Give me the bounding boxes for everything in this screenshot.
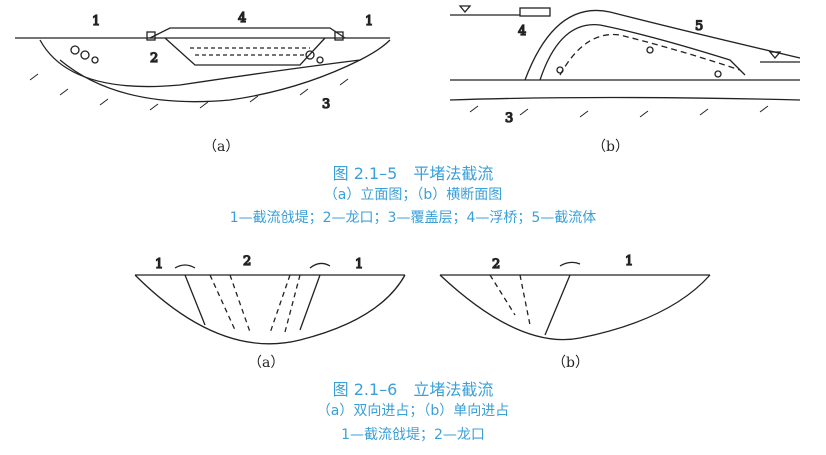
callout: 3 [322, 97, 330, 112]
floating-bridge [149, 27, 346, 39]
callout: 5 [695, 19, 703, 34]
callout: 4 [518, 24, 526, 39]
callout: 1 [155, 257, 163, 272]
fig1-panel-b-label: （b） [592, 139, 629, 155]
fig1-subtitle: （a）立面图；（b）横断面图 [323, 187, 503, 203]
floating-bridge [519, 7, 551, 17]
fig2-panel-a-diagram [134, 262, 406, 345]
fig1-legend: 1—截流戗堤；2—龙口；3—覆盖层；4—浮桥；5—截流体 [229, 210, 597, 226]
fig1-panel-a-diagram [15, 27, 391, 111]
fig2-subtitle: （a）双向进占；（b）单向进占 [316, 403, 510, 419]
fig1-panel-b-diagram [449, 5, 801, 118]
fig2-panel-a-label: （a） [248, 355, 285, 371]
fig1-panel-a-label: （a） [203, 139, 240, 155]
callout: 1 [92, 14, 100, 29]
fig2-panel-b-diagram [439, 261, 711, 341]
callout: 3 [505, 111, 513, 126]
fig2-panel-b-label: （b） [552, 355, 589, 371]
fig2-title: 图 2.1–6 立堵法截流 [332, 380, 494, 399]
callout: 1 [365, 14, 373, 29]
callout: 1 [355, 257, 363, 272]
fig2-legend: 1—截流戗堤；2—龙口 [341, 427, 485, 443]
callout: 2 [243, 254, 251, 269]
callout: 4 [238, 11, 246, 26]
callout: 2 [150, 51, 158, 66]
callout: 2 [492, 257, 500, 272]
callout: 1 [625, 254, 633, 269]
fig1-title: 图 2.1–5 平堵法截流 [332, 164, 494, 183]
